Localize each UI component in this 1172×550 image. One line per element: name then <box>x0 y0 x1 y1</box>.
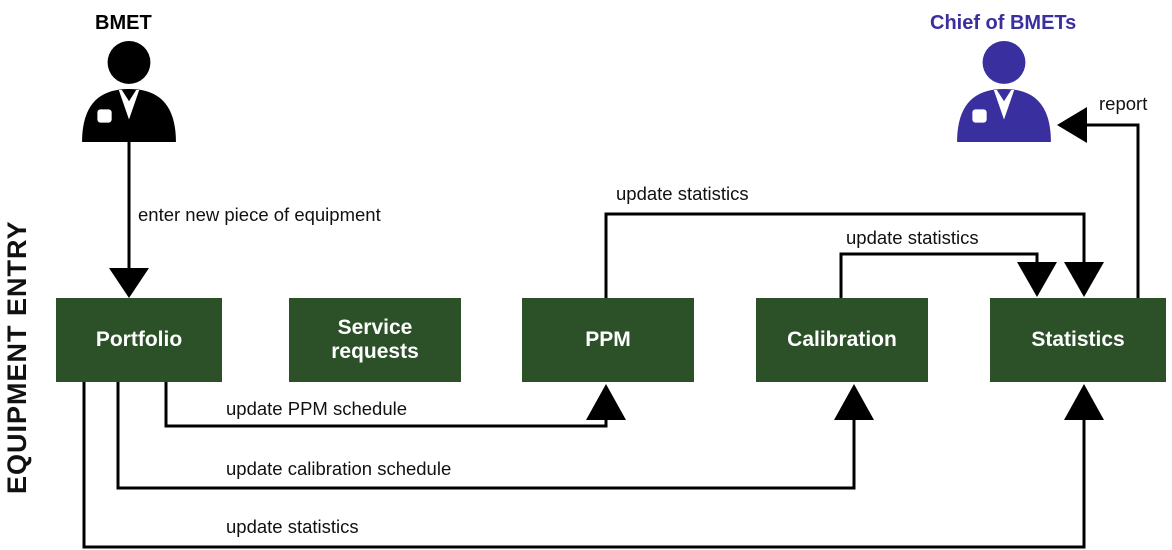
enter-new-arrowhead <box>109 268 149 298</box>
bmet-label: BMET <box>95 12 152 34</box>
chief-label: Chief of BMETs <box>930 12 1077 34</box>
report-label: report <box>1099 93 1148 114</box>
portfolio-statistics-line <box>82 382 1086 549</box>
portfolio-ppm-line <box>164 382 608 428</box>
bmet-person-icon <box>82 41 176 142</box>
portfolio-ppm-arrowhead <box>586 384 626 420</box>
chief-person-icon <box>957 41 1051 142</box>
ppm-statistics-arrowhead <box>1064 262 1104 297</box>
calibration-statistics-line <box>839 252 1039 298</box>
calibration-box[interactable]: Calibration <box>756 298 928 382</box>
report-arrowhead <box>1057 107 1087 143</box>
statistics-box[interactable]: Statistics <box>990 298 1166 382</box>
enter-new-label: enter new piece of equipment <box>138 204 381 225</box>
service-requests-box[interactable]: Service requests <box>289 298 461 382</box>
report-line <box>1085 123 1140 298</box>
portfolio-ppm-label: update PPM schedule <box>226 398 408 419</box>
ppm-box[interactable]: PPM <box>522 298 694 382</box>
portfolio-calibration-arrowhead <box>834 384 874 420</box>
portfolio-box[interactable]: Portfolio <box>56 298 222 382</box>
portfolio-statistics-arrowhead <box>1064 384 1104 420</box>
portfolio-calibration-line <box>116 382 856 490</box>
portfolio-calibration-label: update calibration schedule <box>226 458 452 479</box>
ppm-statistics-label: update statistics <box>616 183 749 204</box>
ppm-statistics-line <box>604 212 1086 298</box>
calibration-statistics-arrowhead <box>1017 262 1057 297</box>
calibration-statistics-label: update statistics <box>846 227 979 248</box>
side-title: EQUIPMENT ENTRY <box>2 220 32 494</box>
portfolio-statistics-label: update statistics <box>226 516 359 537</box>
